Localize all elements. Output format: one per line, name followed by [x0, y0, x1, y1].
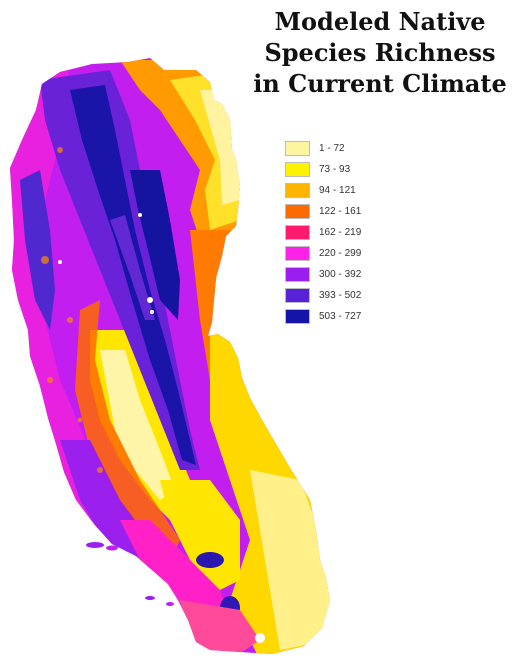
legend-item: 122 - 161 [285, 201, 405, 222]
legend-swatch [285, 246, 310, 261]
legend-label: 122 - 161 [319, 206, 362, 217]
title-line-3: in Current Climate [253, 69, 507, 98]
legend-swatch [285, 162, 310, 177]
legend-label: 162 - 219 [319, 227, 362, 238]
channel-islands [86, 542, 174, 606]
map-fill [10, 58, 330, 654]
legend-label: 73 - 93 [319, 164, 351, 175]
legend-swatch [285, 225, 310, 240]
legend-item: 393 - 502 [285, 285, 405, 306]
legend-label: 503 - 727 [319, 311, 362, 322]
legend-swatch [285, 267, 310, 282]
legend-item: 1 - 72 [285, 138, 405, 159]
legend-item: 220 - 299 [285, 243, 405, 264]
legend: 1 - 72 73 - 93 94 - 121 122 - 161 162 - … [285, 138, 405, 327]
legend-label: 1 - 72 [319, 143, 345, 154]
legend-swatch [285, 288, 310, 303]
legend-item: 300 - 392 [285, 264, 405, 285]
map-title: Modeled Native Species Richness in Curre… [245, 6, 515, 99]
legend-swatch [285, 183, 310, 198]
legend-item: 162 - 219 [285, 222, 405, 243]
title-line-2: Species Richness [264, 38, 496, 67]
legend-item: 73 - 93 [285, 159, 405, 180]
legend-swatch [285, 309, 310, 324]
title-line-1: Modeled Native [274, 7, 486, 36]
legend-item: 94 - 121 [285, 180, 405, 201]
legend-swatch [285, 204, 310, 219]
legend-label: 393 - 502 [319, 290, 362, 301]
legend-label: 94 - 121 [319, 185, 356, 196]
legend-label: 220 - 299 [319, 248, 362, 259]
legend-item: 503 - 727 [285, 306, 405, 327]
legend-label: 300 - 392 [319, 269, 362, 280]
legend-swatch [285, 141, 310, 156]
